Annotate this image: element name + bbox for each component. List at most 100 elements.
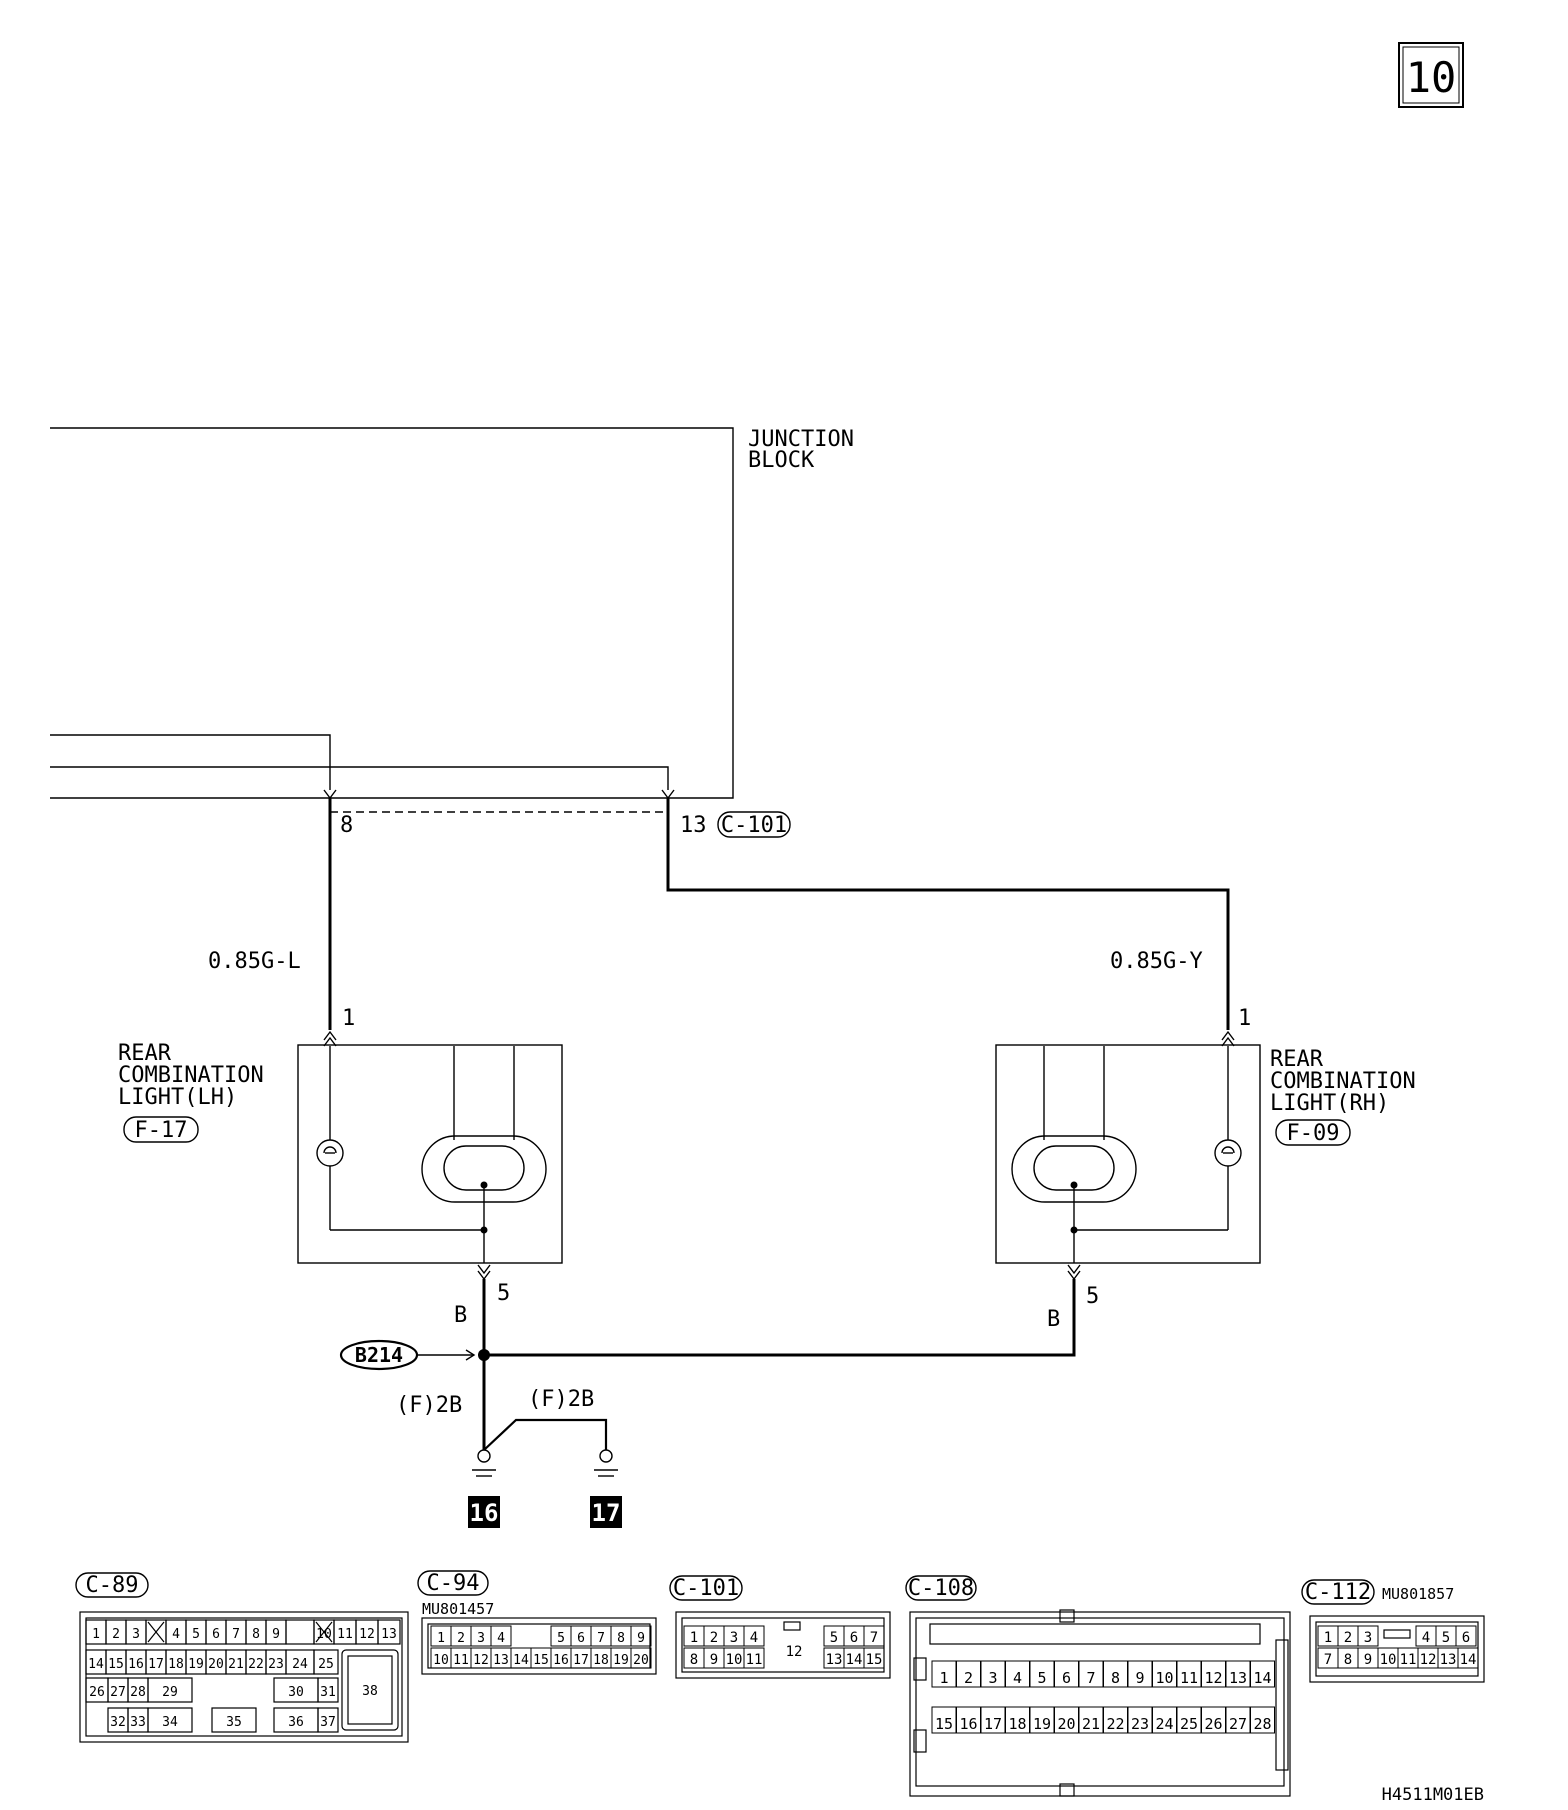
c89-tag-box [75,1572,149,1598]
splice-arrow [417,1349,476,1361]
pin-number: 3 [477,1631,485,1646]
lamp-input-pins [323,1030,1235,1047]
page-number: 10 [1406,53,1457,102]
pin-number: 11 [746,1652,763,1668]
pin-number: 14 [513,1653,529,1668]
pin-number: 16 [959,1715,977,1733]
splice-point [478,1349,490,1361]
pin-number: 19 [188,1657,204,1672]
pin-number: 18 [593,1653,609,1668]
lh-label-3: LIGHT(LH) [118,1085,237,1110]
pin-number: 5 [1442,1630,1450,1646]
pin-number: 6 [850,1630,858,1646]
pin-number: 5 [1037,1669,1046,1687]
pin-number: 13 [1229,1669,1247,1687]
pin-number: 36 [288,1715,304,1730]
ground-branches [483,1418,608,1451]
pin-13-label: 13 [680,813,707,838]
f09-tag-box [1275,1119,1351,1146]
c94-tag: C-94 [427,1571,480,1596]
junction-block-label-1: JUNCTION [748,427,854,452]
pin-number: 28 [1253,1715,1271,1733]
pin-number: 10 [1380,1652,1397,1668]
pin-number: 4 [172,1627,180,1642]
pin-number: 2 [1344,1630,1352,1646]
pin-cell [863,1647,885,1669]
pin-cell [1457,1647,1479,1669]
ground-symbols [472,1449,618,1477]
pin-cell [630,1647,652,1669]
lh-pin-1: 1 [342,1006,355,1031]
ground-17-box [590,1496,622,1528]
c94-part: MU801457 [422,1600,494,1618]
pin-number: 25 [318,1657,334,1672]
rh-label-3: LIGHT(RH) [1270,1091,1389,1116]
pin-number: 6 [1462,1630,1470,1646]
c101-bottom-tag: C-101 [673,1576,739,1601]
pin-number: 31 [320,1685,336,1700]
c108-tag-box [905,1575,977,1601]
page-number-box: 10 [1398,42,1464,108]
pin-number: 8 [690,1652,698,1668]
pin-number: 37 [320,1715,336,1730]
c112-tag-box [1301,1579,1375,1605]
pin-cell [1250,1706,1275,1734]
f17-tag: F-17 [135,1118,188,1143]
pin-8-label: 8 [340,813,353,838]
pin-number: 4 [497,1631,505,1646]
c89-tag: C-89 [86,1573,139,1598]
pin-number: 15 [866,1652,883,1668]
pin-number: 5 [557,1631,565,1646]
pin-number: 11 [453,1653,469,1668]
pin-number: 11 [1400,1652,1417,1668]
pin-number: 29 [162,1685,178,1700]
lh-label-1: REAR [118,1041,172,1066]
pin-cell [743,1647,765,1669]
pin-number: 19 [1033,1715,1051,1733]
footer-code: H4511M01EB [1382,1785,1484,1805]
pin-number: 14 [1253,1669,1271,1687]
pin-number: 1 [1324,1630,1332,1646]
pin-number: 23 [1131,1715,1149,1733]
pin-number: 2 [710,1630,718,1646]
pin-number: 20 [633,1653,649,1668]
pin-number: 10 [1155,1669,1173,1687]
pin-number: 15 [935,1715,953,1733]
pin-number: 15 [533,1653,549,1668]
rh-label-1: REAR [1270,1047,1324,1072]
pin-number: 24 [1155,1715,1173,1733]
pin-number: 10 [433,1653,449,1668]
pin-number: 2 [457,1631,465,1646]
pin-number: 3 [988,1669,997,1687]
pin-number: 24 [292,1657,308,1672]
pin-number: 5 [830,1630,838,1646]
c112-tag: C-112 [1305,1580,1371,1605]
pin-cell [1455,1625,1477,1647]
pin-number: 34 [162,1715,178,1730]
lh-pin-5: 5 [497,1281,510,1306]
pin-number: 20 [1057,1715,1075,1733]
lamp-ground-pins [477,1264,1081,1281]
pin-number: 28 [130,1685,146,1700]
pin-number: 7 [1324,1652,1332,1668]
ground-wires [482,1279,1076,1450]
c108-face [909,1609,1291,1797]
pin-cell [490,1625,512,1647]
lh-label-2: COMBINATION [118,1063,264,1088]
pin-number: 33 [130,1715,146,1730]
pin-number: 9 [1364,1652,1372,1668]
pin-number: 27 [1229,1715,1247,1733]
pin-number: 16 [553,1653,569,1668]
pin-number: 9 [1135,1669,1144,1687]
pin-number: 7 [232,1627,240,1642]
pin-number: 14 [1460,1652,1477,1668]
pin-number: 9 [637,1631,645,1646]
c112-part: MU801857 [1382,1585,1454,1603]
pin-number: 1 [690,1630,698,1646]
wire-harness [328,798,1230,1030]
pin-number: 6 [577,1631,585,1646]
pin-number: 17 [573,1653,589,1668]
pin-number: 12 [1420,1652,1437,1668]
pin-number: 3 [730,1630,738,1646]
